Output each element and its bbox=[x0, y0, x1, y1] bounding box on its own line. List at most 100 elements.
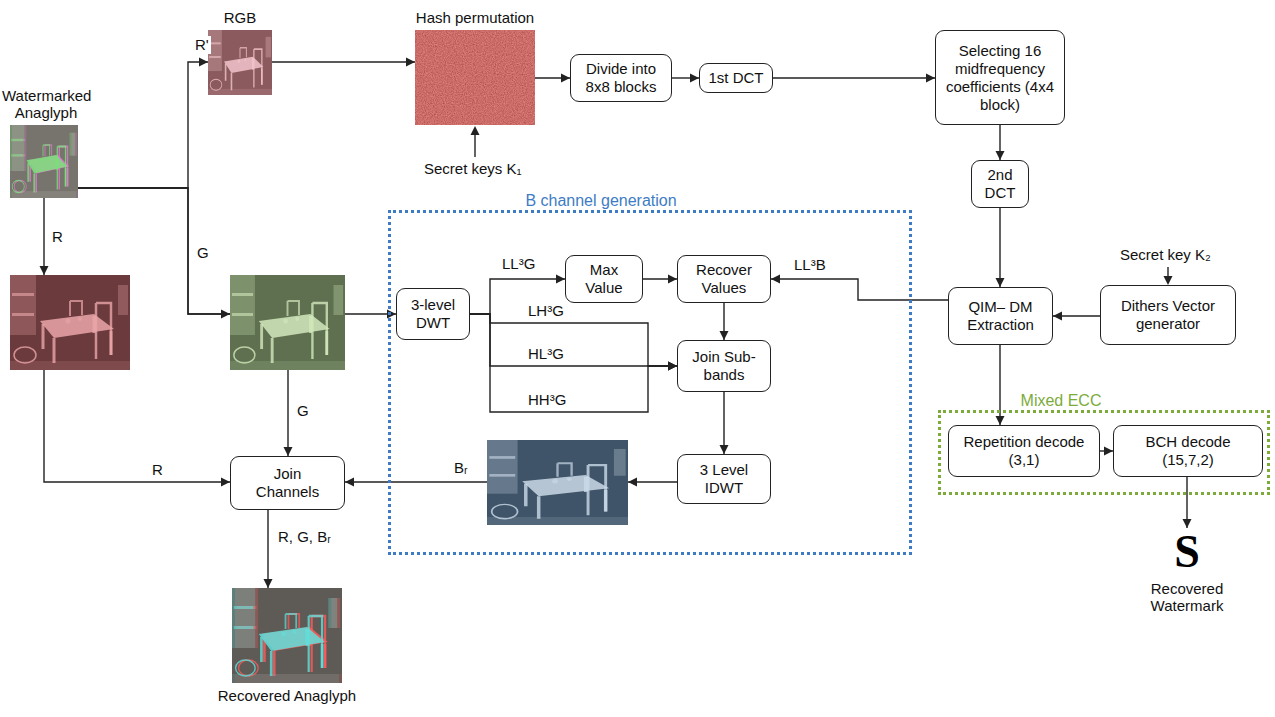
edge-label: LL³B bbox=[792, 256, 828, 274]
group-heading: Mixed ECC bbox=[991, 392, 1131, 410]
arrowhead bbox=[720, 331, 729, 340]
rgb-image bbox=[208, 30, 272, 95]
connector bbox=[470, 314, 677, 412]
connector bbox=[272, 58, 415, 67]
box-label: QIM– DM Extraction bbox=[959, 298, 1043, 334]
arrowhead bbox=[556, 275, 565, 284]
green-channel-image bbox=[230, 275, 345, 370]
box-label: Join Channels bbox=[250, 465, 325, 501]
watermark-symbol: SRecovered Watermark bbox=[1165, 528, 1209, 576]
process-box: Join Channels bbox=[230, 456, 345, 510]
arrowhead bbox=[406, 58, 415, 67]
image-node: Watermarked Anaglyph bbox=[10, 125, 78, 198]
watermark-glyph: S bbox=[1174, 529, 1200, 575]
edge-label: Bᵣ bbox=[452, 459, 470, 477]
box-label: Selecting 16 midfrequency coefficients (… bbox=[945, 42, 1055, 114]
process-box: Selecting 16 midfrequency coefficients (… bbox=[935, 30, 1065, 125]
arrowhead bbox=[996, 416, 1005, 425]
arrowhead bbox=[1104, 447, 1113, 456]
process-box: 1st DCT bbox=[699, 63, 773, 93]
image-heading: Recovered Anaglyph bbox=[192, 687, 382, 704]
process-box: Recover Values bbox=[677, 255, 771, 303]
arrowhead bbox=[264, 579, 273, 588]
connector bbox=[470, 314, 677, 371]
connector bbox=[643, 275, 677, 284]
process-box: BCH decode (15,7,2) bbox=[1113, 425, 1263, 477]
edge-label: R bbox=[150, 461, 165, 479]
process-box: Divide into 8x8 blocks bbox=[570, 54, 672, 102]
box-label: Repetition decode (3,1) bbox=[958, 433, 1090, 469]
arrowhead bbox=[771, 275, 780, 284]
arrowhead bbox=[345, 478, 354, 487]
arrowhead bbox=[284, 447, 293, 456]
annotation: Secret keys K₁ bbox=[422, 160, 524, 178]
arrowhead bbox=[690, 74, 699, 83]
blue-channel-image bbox=[487, 440, 628, 525]
box-label: 1st DCT bbox=[708, 69, 763, 87]
connector-line bbox=[771, 279, 948, 300]
arrowhead bbox=[1164, 276, 1173, 285]
connector bbox=[996, 208, 1005, 287]
arrowhead bbox=[668, 362, 677, 371]
arrowhead bbox=[668, 275, 677, 284]
key-arrow bbox=[474, 134, 475, 157]
arrowhead bbox=[221, 478, 230, 487]
arrowhead bbox=[668, 362, 677, 371]
arrowhead bbox=[199, 58, 208, 67]
arrowhead bbox=[1053, 312, 1062, 321]
connector bbox=[773, 74, 935, 83]
edge-label: LL³G bbox=[500, 255, 537, 273]
connector bbox=[996, 345, 1005, 425]
box-label: 2nd DCT bbox=[980, 166, 1020, 202]
arrowhead bbox=[996, 278, 1005, 287]
edge-label: G bbox=[195, 244, 211, 262]
box-label: Divide into 8x8 blocks bbox=[581, 60, 661, 96]
group-region: Mixed ECCRepetition decode (3,1)BCH deco… bbox=[938, 410, 1270, 495]
connector-line bbox=[999, 345, 1000, 425]
connector bbox=[78, 58, 208, 189]
process-box: 3-level DWT bbox=[396, 288, 470, 340]
box-label: BCH decode (15,7,2) bbox=[1133, 433, 1243, 469]
connector bbox=[535, 74, 570, 83]
edge-label: R' bbox=[193, 36, 211, 54]
image-node: Recovered Anaglyph bbox=[232, 588, 342, 683]
arrowhead bbox=[40, 266, 49, 275]
edge-label: HL³G bbox=[526, 345, 566, 363]
connector bbox=[1053, 312, 1100, 321]
box-label: Join Sub-bands bbox=[686, 348, 762, 384]
arrowhead bbox=[720, 445, 729, 454]
connector bbox=[672, 74, 699, 83]
edge-label: G bbox=[295, 402, 311, 420]
image-heading: RGB bbox=[188, 9, 292, 26]
connector bbox=[996, 125, 1005, 160]
connector-line bbox=[470, 314, 677, 412]
box-label: 3 Level IDWT bbox=[686, 461, 762, 497]
annotation: R bbox=[50, 228, 65, 246]
process-box: Repetition decode (3,1) bbox=[948, 425, 1100, 477]
watermarked-anaglyph-image bbox=[10, 125, 78, 198]
hash-permutation-image bbox=[415, 30, 535, 125]
arrowhead bbox=[996, 151, 1005, 160]
connector bbox=[1183, 477, 1192, 528]
image-heading: Watermarked Anaglyph bbox=[2, 87, 90, 122]
connector-line bbox=[773, 77, 935, 78]
connector-line bbox=[470, 314, 677, 366]
edge-label: LH³G bbox=[526, 302, 566, 320]
annotation: Secret key K₂ bbox=[1118, 246, 1213, 264]
image-heading: Hash permutation bbox=[390, 9, 560, 26]
edge-label: HH³G bbox=[526, 391, 568, 409]
key-arrow bbox=[1167, 267, 1168, 277]
process-box: Join Sub-bands bbox=[677, 340, 771, 392]
recovered-anaglyph-image bbox=[232, 588, 342, 683]
arrowhead bbox=[471, 126, 480, 135]
image-node: Hash permutation bbox=[415, 30, 535, 125]
box-label: Recover Values bbox=[686, 261, 762, 297]
process-box: 2nd DCT bbox=[971, 160, 1029, 208]
connector bbox=[771, 275, 948, 301]
box-label: Max Value bbox=[574, 261, 634, 297]
connector bbox=[470, 314, 677, 371]
box-label: 3-level DWT bbox=[405, 296, 461, 332]
connector bbox=[720, 392, 729, 454]
connector bbox=[264, 510, 273, 588]
